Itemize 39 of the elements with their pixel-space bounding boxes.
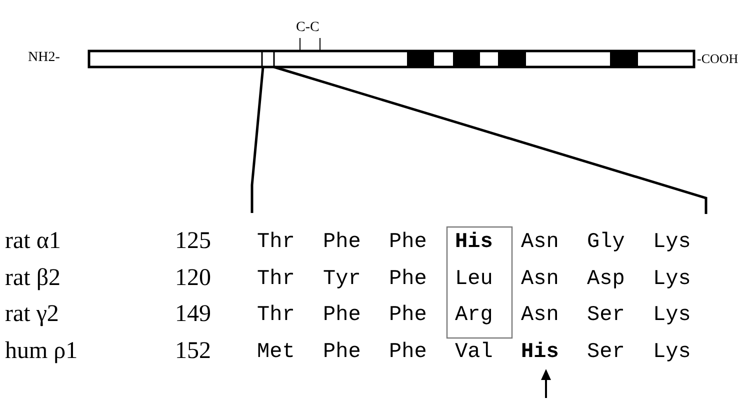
- residue-label: Thr: [257, 232, 295, 253]
- residue-label: Phe: [323, 305, 361, 326]
- residue-label: Asp: [587, 269, 625, 290]
- residue-label: Asn: [521, 232, 559, 253]
- residue-label: Lys: [653, 232, 691, 253]
- residue-label: Leu: [455, 269, 493, 290]
- residue-label: Met: [257, 342, 295, 363]
- bond-label: C-C: [296, 21, 320, 35]
- terminus-label: -COOH: [697, 52, 738, 65]
- residue-label: Lys: [653, 305, 691, 326]
- residue-label: Phe: [389, 232, 427, 253]
- residue-label: Lys: [653, 269, 691, 290]
- residue-label: His: [455, 232, 493, 253]
- residue-label: Ser: [587, 342, 625, 363]
- residue-label: Phe: [323, 232, 361, 253]
- residue-label: Thr: [257, 269, 295, 290]
- position-number: 152: [175, 339, 211, 363]
- residue-label: Phe: [389, 342, 427, 363]
- position-number: 120: [175, 266, 211, 290]
- residue-label: Ser: [587, 305, 625, 326]
- residue-label: Val: [455, 342, 493, 363]
- residue-label: Phe: [389, 269, 427, 290]
- residue-label: Asn: [521, 305, 559, 326]
- residue-label: His: [521, 342, 559, 363]
- residue-label: Phe: [389, 305, 427, 326]
- position-number: 149: [175, 302, 211, 326]
- position-number: 125: [175, 229, 211, 253]
- residue-label: Phe: [323, 342, 361, 363]
- residue-label: Tyr: [323, 269, 361, 290]
- species-label: rat α1: [5, 229, 61, 253]
- residue-label: Gly: [587, 232, 625, 253]
- species-label: rat γ2: [5, 302, 59, 326]
- residue-label: Thr: [257, 305, 295, 326]
- species-label: hum ρ1: [5, 339, 78, 363]
- residue-label: Asn: [521, 269, 559, 290]
- species-label: rat β2: [5, 266, 61, 290]
- residue-label: Arg: [455, 305, 493, 326]
- terminus-label: NH2-: [28, 51, 60, 65]
- residue-label: Lys: [653, 342, 691, 363]
